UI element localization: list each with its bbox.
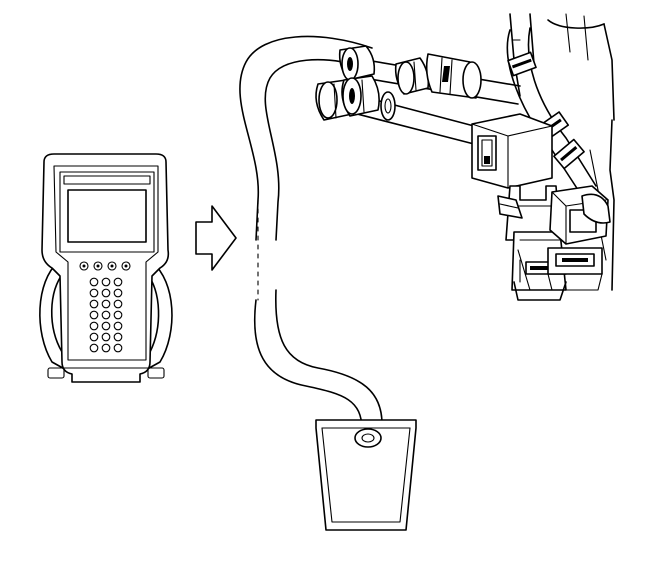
keypad-key bbox=[89, 343, 99, 353]
keypad-key bbox=[101, 343, 111, 353]
keypad-key bbox=[113, 288, 123, 298]
scan-tool-left-handle bbox=[39, 261, 71, 373]
keypad-function-key-center bbox=[96, 264, 100, 268]
hose-inner-upper bbox=[264, 58, 369, 241]
scan-tool-screen-frame bbox=[59, 171, 155, 253]
upper-connector-right bbox=[425, 53, 482, 99]
fuel-line-connector-icon bbox=[315, 13, 615, 301]
keypad-key bbox=[89, 332, 99, 342]
scan-tool-body bbox=[41, 153, 170, 383]
vertical-line-inner bbox=[527, 27, 597, 187]
keypad-key bbox=[113, 310, 123, 320]
vertical-line-fitting-low bbox=[553, 138, 585, 170]
lower-connector-mid bbox=[341, 75, 380, 117]
keypad-key bbox=[113, 277, 123, 287]
keypad-function-key-center bbox=[124, 264, 128, 268]
lower-connector-right bbox=[380, 91, 396, 121]
keypad-key bbox=[101, 277, 111, 287]
keypad-key bbox=[89, 310, 99, 320]
cup-inner-wall bbox=[321, 427, 411, 523]
keypad-key bbox=[113, 299, 123, 309]
hose-inner-lower bbox=[275, 289, 383, 439]
keypad-function-key bbox=[107, 261, 117, 271]
keypad-key bbox=[113, 343, 123, 353]
keypad-key bbox=[89, 321, 99, 331]
engine-right-lower-edge bbox=[609, 119, 615, 291]
fuel-rail-block bbox=[471, 113, 553, 189]
keypad-key bbox=[101, 288, 111, 298]
scan-tool-screen-header bbox=[63, 175, 151, 185]
keypad-function-key bbox=[79, 261, 89, 271]
cup-body bbox=[315, 419, 417, 531]
scan-tool-right-foot bbox=[147, 367, 165, 379]
keypad-key bbox=[101, 332, 111, 342]
right-angle-connector bbox=[547, 185, 611, 291]
keypad-key bbox=[113, 321, 123, 331]
cup-icon bbox=[315, 419, 417, 531]
keypad-function-key-center bbox=[82, 264, 86, 268]
hose-end-front bbox=[354, 428, 382, 448]
scan-tool-bezel bbox=[53, 165, 159, 361]
engine-bracket-line-2 bbox=[529, 13, 535, 65]
scan-tool-icon bbox=[39, 153, 173, 383]
keypad-key bbox=[89, 277, 99, 287]
arrow-right-icon bbox=[195, 205, 237, 271]
keypad-key bbox=[89, 299, 99, 309]
pressure-regulator bbox=[497, 185, 567, 301]
scan-tool-left-foot bbox=[47, 367, 65, 379]
keypad-function-key-center bbox=[110, 264, 114, 268]
scan-tool-keypad bbox=[79, 261, 131, 353]
keypad-function-key bbox=[93, 261, 103, 271]
keypad-key bbox=[101, 321, 111, 331]
upper-connector-left bbox=[338, 45, 376, 81]
engine-right-edge bbox=[603, 23, 615, 121]
keypad-key bbox=[101, 299, 111, 309]
hose-end-opening-front bbox=[361, 433, 375, 443]
keypad-key bbox=[89, 288, 99, 298]
upper-connector-mid bbox=[394, 57, 430, 95]
scan-tool-right-handle bbox=[141, 261, 173, 373]
keypad-key bbox=[101, 310, 111, 320]
engine-rib-1 bbox=[565, 13, 571, 53]
vertical-line-fitting-top bbox=[507, 51, 537, 77]
engine-top-curve bbox=[547, 19, 605, 29]
hose-outer-upper bbox=[239, 35, 373, 241]
keypad-function-key bbox=[121, 261, 131, 271]
keypad-key bbox=[113, 332, 123, 342]
hose-outer-lower bbox=[253, 299, 363, 437]
scan-tool-screen bbox=[67, 189, 147, 243]
engine-rib-2 bbox=[583, 15, 589, 61]
